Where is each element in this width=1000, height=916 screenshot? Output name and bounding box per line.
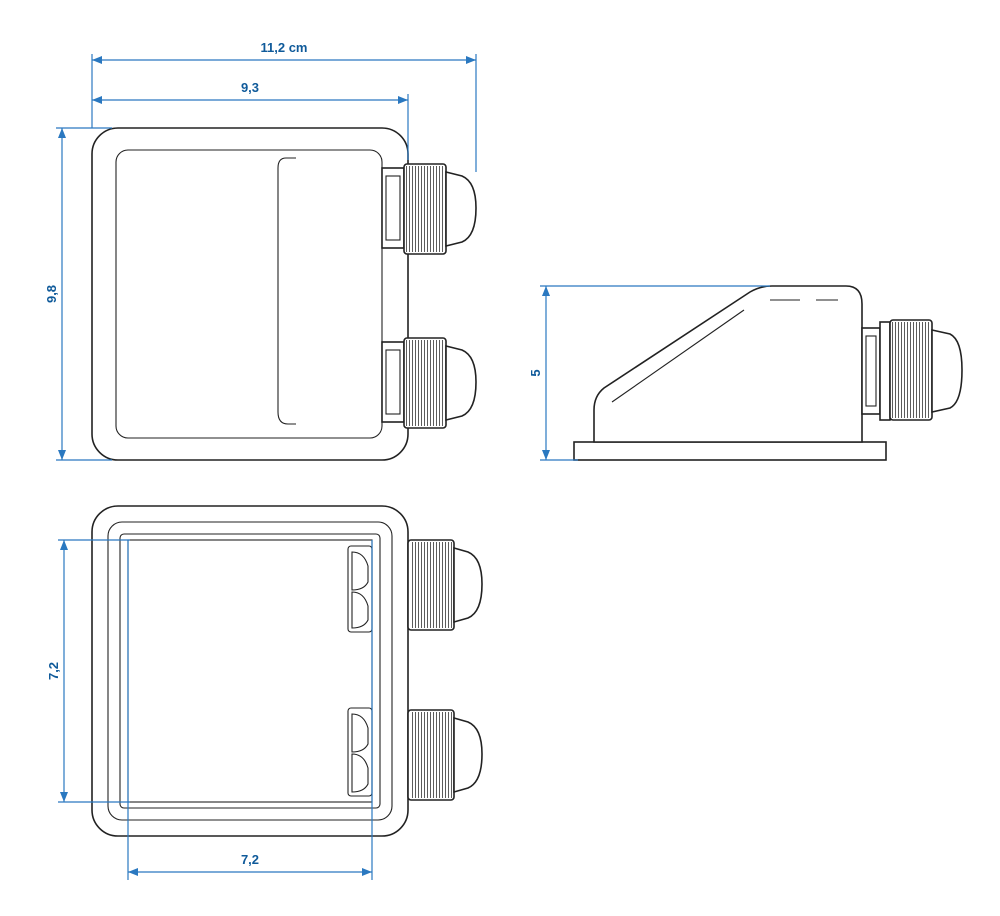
dim-label-inner-height: 7,2 bbox=[46, 662, 61, 680]
dim-label-inner-width: 7,2 bbox=[241, 852, 259, 867]
dim-total-width: 11,2 cm bbox=[91, 40, 477, 172]
dim-inner-width: 7,2 bbox=[127, 540, 373, 880]
dim-label-body-width: 9,3 bbox=[241, 80, 259, 95]
dim-body-width: 9,3 bbox=[92, 80, 409, 160]
dim-height: 9,8 bbox=[44, 127, 112, 461]
cable-gland-top-1 bbox=[381, 163, 477, 255]
dim-side-height: 5 bbox=[528, 285, 770, 461]
dim-label-side-height: 5 bbox=[528, 369, 543, 376]
side-view bbox=[573, 285, 963, 461]
dim-label-height: 9,8 bbox=[44, 285, 59, 303]
dim-inner-height: 7,2 bbox=[46, 539, 130, 803]
top-view bbox=[91, 127, 477, 461]
cable-gland-bottom-1 bbox=[407, 539, 483, 631]
dim-label-total-width: 11,2 cm bbox=[261, 40, 308, 55]
cable-gland-side bbox=[861, 319, 963, 421]
bottom-view bbox=[91, 505, 483, 837]
cable-gland-bottom-2 bbox=[407, 709, 483, 801]
cable-gland-top-2 bbox=[381, 337, 477, 429]
